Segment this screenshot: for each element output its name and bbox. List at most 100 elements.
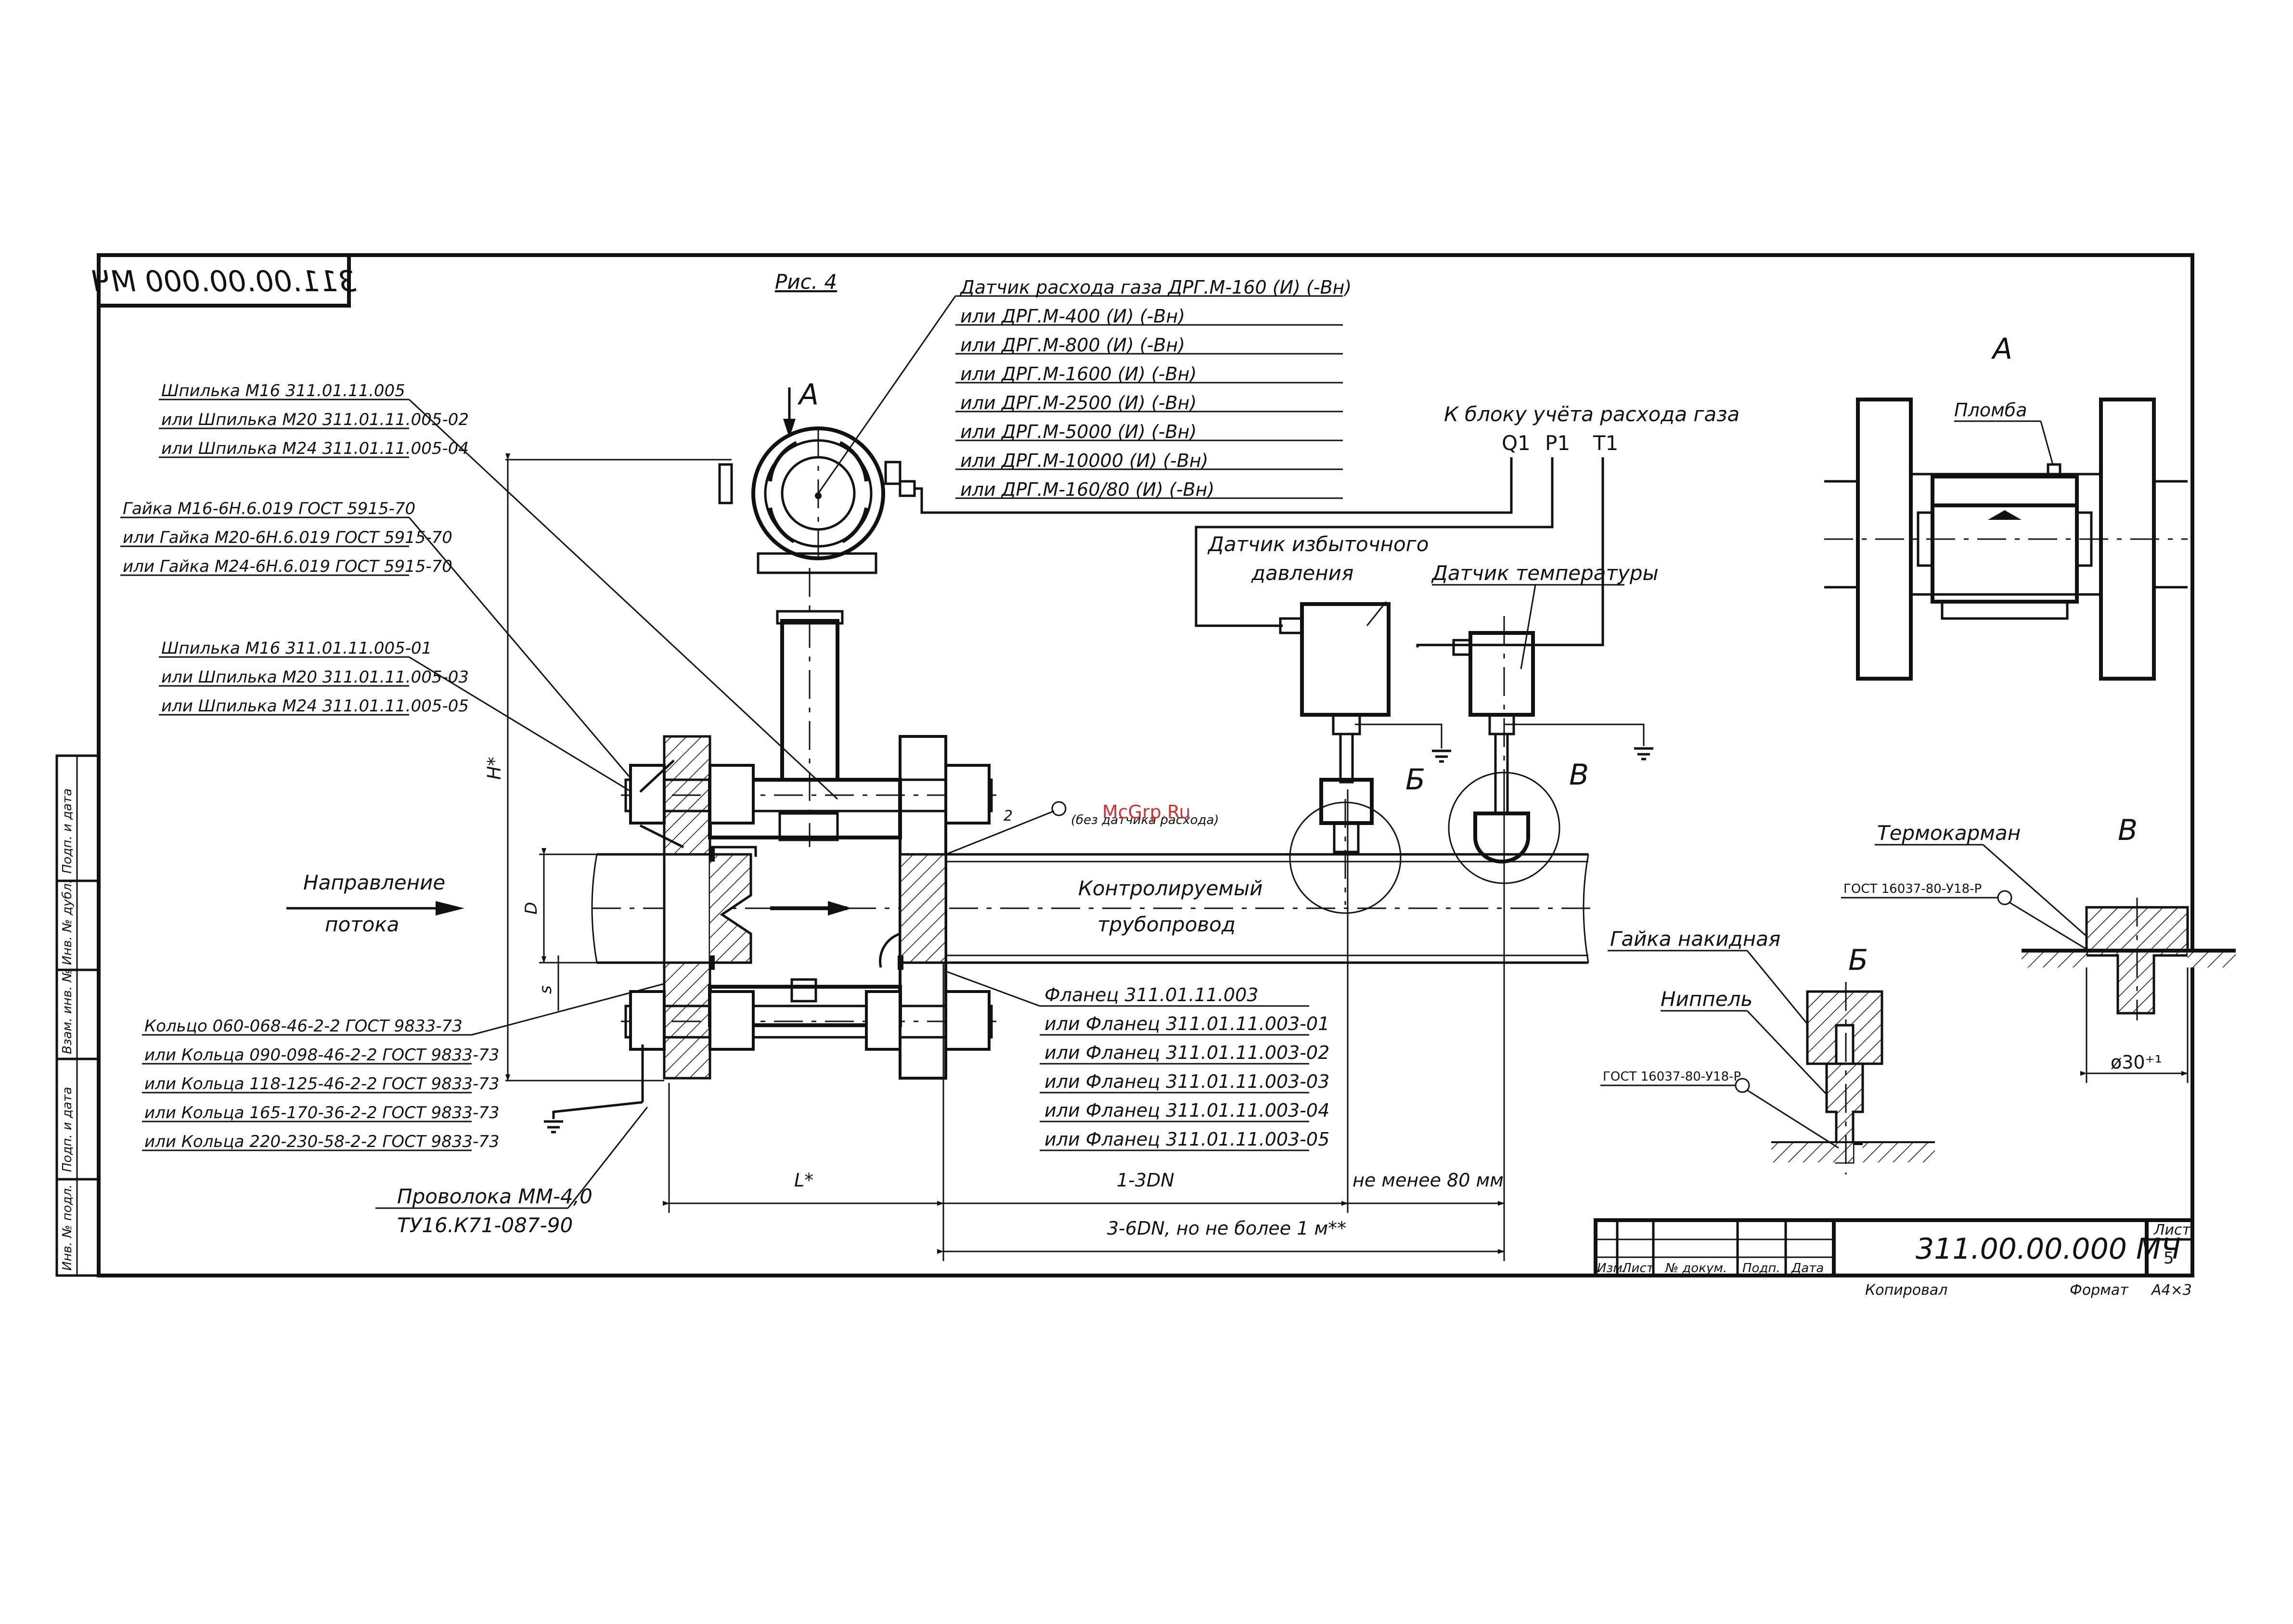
nut-line-2: или Гайка М24-6Н.6.019 ГОСТ 5915-70 — [123, 557, 452, 576]
sensor-line-2: или ДРГ.М-800 (И) (-Вн) — [960, 335, 1185, 356]
side-stamp-4: Инв. № дубл. — [60, 879, 75, 965]
nut-line-0: Гайка М16-6Н.6.019 ГОСТ 5915-70 — [123, 499, 415, 518]
side-stamp-1: Инв. № подл. — [60, 1185, 75, 1271]
flange-line-0: Фланец 311.01.11.003 — [1044, 984, 1258, 1005]
sensor-line-5: или ДРГ.М-5000 (И) (-Вн) — [960, 421, 1197, 442]
tb-col-3: Подп. — [1742, 1261, 1780, 1276]
view-V-title: В — [2118, 813, 2138, 847]
tb-copied: Копировал — [1865, 1282, 1947, 1299]
sensor-line-7: или ДРГ.М-160/80 (И) (-Вн) — [960, 479, 1214, 500]
sensor-line-4: или ДРГ.М-2500 (И) (-Вн) — [960, 392, 1197, 413]
flowmeter-assembly — [621, 426, 996, 1080]
title-block: Изм. Лист № докум. Подп. Дата 311.00.00.… — [1594, 1218, 2194, 1299]
sensor-line-6: или ДРГ.М-10000 (И) (-Вн) — [960, 450, 1209, 471]
dim-S: s — [536, 955, 559, 1011]
sensor-line-3: или ДРГ.М-1600 (И) (-Вн) — [960, 363, 1197, 385]
stud1-line-1: или Шпилька М20 311.01.11.005-02 — [161, 410, 469, 429]
nut-line-1: или Гайка М20-6Н.6.019 ГОСТ 5915-70 — [123, 528, 452, 547]
pipeline-label-2: трубопровод — [1097, 913, 1236, 936]
figure-label: Рис. 4 — [775, 270, 837, 294]
flow-label-1: Направление — [303, 871, 445, 894]
side-stamp-3: Взам. инв. № — [60, 969, 75, 1054]
temp-label: Датчик температуры — [1431, 561, 1659, 585]
tb-sheet-no: 5 — [2164, 1249, 2174, 1268]
no-sensor-leader: 2 (без датчика расхода) McGrp.Ru — [945, 801, 1219, 855]
pressure-label-2: давления — [1251, 561, 1353, 585]
dim-min80-label: не менее 80 мм — [1353, 1170, 1504, 1191]
stud2-line-0: Шпилька М16 311.01.11.005-01 — [161, 639, 432, 658]
ground-wire: Проволока ММ-4,0 ТУ16.К71-087-90 — [375, 1044, 648, 1237]
flange-line-3: или Фланец 311.01.11.003-03 — [1044, 1071, 1329, 1092]
detail-B-letter: Б — [1405, 763, 1425, 797]
signal-Q: Q1 — [1502, 431, 1531, 455]
view-V: В Термокарман ø30⁺¹ ГОСТ 16037-80-У18-Р — [1841, 813, 2236, 1083]
ring-line-0: Кольцо 060-068-46-2-2 ГОСТ 9833-73 — [144, 1017, 463, 1036]
flow-direction: Направление потока — [286, 871, 464, 936]
detail-V-letter: В — [1569, 758, 1589, 792]
stud2-line-2: или Шпилька М24 311.01.11.005-05 — [161, 696, 469, 716]
dims-bottom: L* 1-3DN не менее 80 мм 3-6DN, но не бол… — [663, 789, 1505, 1261]
tb-col-2: № докум. — [1664, 1261, 1727, 1276]
pressure-sensor: Датчик избыточного давления Б — [1207, 532, 1451, 914]
tb-col-0: Изм. — [1597, 1261, 1626, 1276]
dim-total-label: 3-6DN, но не более 1 м** — [1107, 1218, 1346, 1239]
tb-col-4: Дата — [1791, 1261, 1824, 1276]
view-B: Б Гайка накидная Ниппель ГОСТ 16037-80-У… — [1600, 927, 1935, 1174]
view-V-pocket: Термокарман — [1877, 821, 2021, 845]
sensor-callout: Датчик расхода газа ДРГ.М-160 (И) (-Вн) … — [817, 277, 1352, 500]
flange-line-2: или Фланец 311.01.11.003-02 — [1044, 1042, 1329, 1063]
no-sensor-note: (без датчика расхода) — [1071, 813, 1219, 827]
ring-callout: Кольцо 060-068-46-2-2 ГОСТ 9833-73 или К… — [142, 971, 708, 1151]
wire-label-2: ТУ16.К71-087-90 — [397, 1213, 573, 1237]
dim-upstream-label: 1-3DN — [1117, 1170, 1174, 1191]
stud1-line-2: или Шпилька М24 311.01.11.005-04 — [161, 439, 469, 458]
dim-L-label: L* — [794, 1170, 813, 1191]
flange-line-4: или Фланец 311.01.11.003-04 — [1044, 1100, 1329, 1121]
flow-label-2: потока — [325, 913, 399, 936]
stud1-line-0: Шпилька М16 311.01.11.005 — [161, 381, 405, 400]
arrow-A-label: А — [797, 378, 819, 412]
sensor-line-1: или ДРГ.М-400 (И) (-Вн) — [960, 306, 1185, 327]
tb-format-label: Формат — [2070, 1282, 2129, 1299]
temperature-sensor: Датчик температуры В — [1431, 561, 1659, 905]
pressure-label-1: Датчик избыточного — [1207, 532, 1429, 556]
tb-col-1: Лист — [1622, 1261, 1654, 1276]
side-stamp: Инв. № подл. Подп. и дата Взам. инв. № И… — [55, 754, 100, 1277]
ring-line-3: или Кольца 165-170-36-2-2 ГОСТ 9833-73 — [144, 1103, 500, 1122]
pipeline: Контролируемый трубопровод — [591, 853, 1593, 964]
side-stamp-5: Подп. и дата — [60, 788, 75, 874]
view-B-nut: Гайка накидная — [1610, 927, 1780, 951]
tb-format: А4×3 — [2151, 1282, 2192, 1299]
ring-line-4: или Кольца 220-230-58-2-2 ГОСТ 9833-73 — [144, 1132, 500, 1151]
side-stamp-2: Подп. и дата — [60, 1087, 75, 1172]
wire-label-1: Проволока ММ-4,0 — [397, 1185, 593, 1208]
tb-designation: 311.00.00.000 МЧ — [1916, 1232, 2181, 1266]
mirrored-code-text: 311.00.00.000 МЧ — [91, 265, 357, 298]
view-arrow-A: А — [783, 378, 819, 438]
view-A-title: А — [1991, 332, 2012, 366]
dim-D: D — [522, 848, 597, 964]
seal-label: Пломба — [1954, 400, 2027, 421]
signal-T: T1 — [1593, 431, 1618, 455]
watermark: McGrp.Ru — [1102, 801, 1191, 823]
nut-callout: Гайка М16-6Н.6.019 ГОСТ 5915-70 или Гайк… — [120, 499, 641, 790]
stud-callout-1: Шпилька М16 311.01.11.005 или Шпилька М2… — [159, 381, 838, 800]
stud-callout-2: Шпилька М16 311.01.11.005-01 или Шпилька… — [159, 639, 636, 795]
view-A: А Пломба — [1824, 332, 2188, 681]
dim-D-label: D — [522, 902, 541, 915]
ring-line-2: или Кольца 118-125-46-2-2 ГОСТ 9833-73 — [144, 1074, 500, 1094]
dim-H-label: Н* — [484, 757, 505, 780]
signal-block: К блоку учёта расхода газа Q1 P1 T1 — [915, 402, 1739, 647]
view-B-title: Б — [1848, 943, 1868, 977]
pipeline-label-1: Контролируемый — [1078, 876, 1262, 900]
sensor-line-0: Датчик расхода газа ДРГ.М-160 (И) (-Вн) — [959, 277, 1352, 298]
view-V-gost: ГОСТ 16037-80-У18-Р — [1843, 882, 1982, 896]
view-V-dia: ø30⁺¹ — [2111, 1052, 2162, 1073]
stud2-line-1: или Шпилька М20 311.01.11.005-03 — [161, 668, 469, 687]
signal-P: P1 — [1545, 431, 1570, 455]
ring-line-1: или Кольца 090-098-46-2-2 ГОСТ 9833-73 — [144, 1045, 500, 1065]
dim-S-label: s — [536, 985, 555, 994]
mirrored-code-stamp: 311.00.00.000 МЧ — [91, 253, 357, 308]
